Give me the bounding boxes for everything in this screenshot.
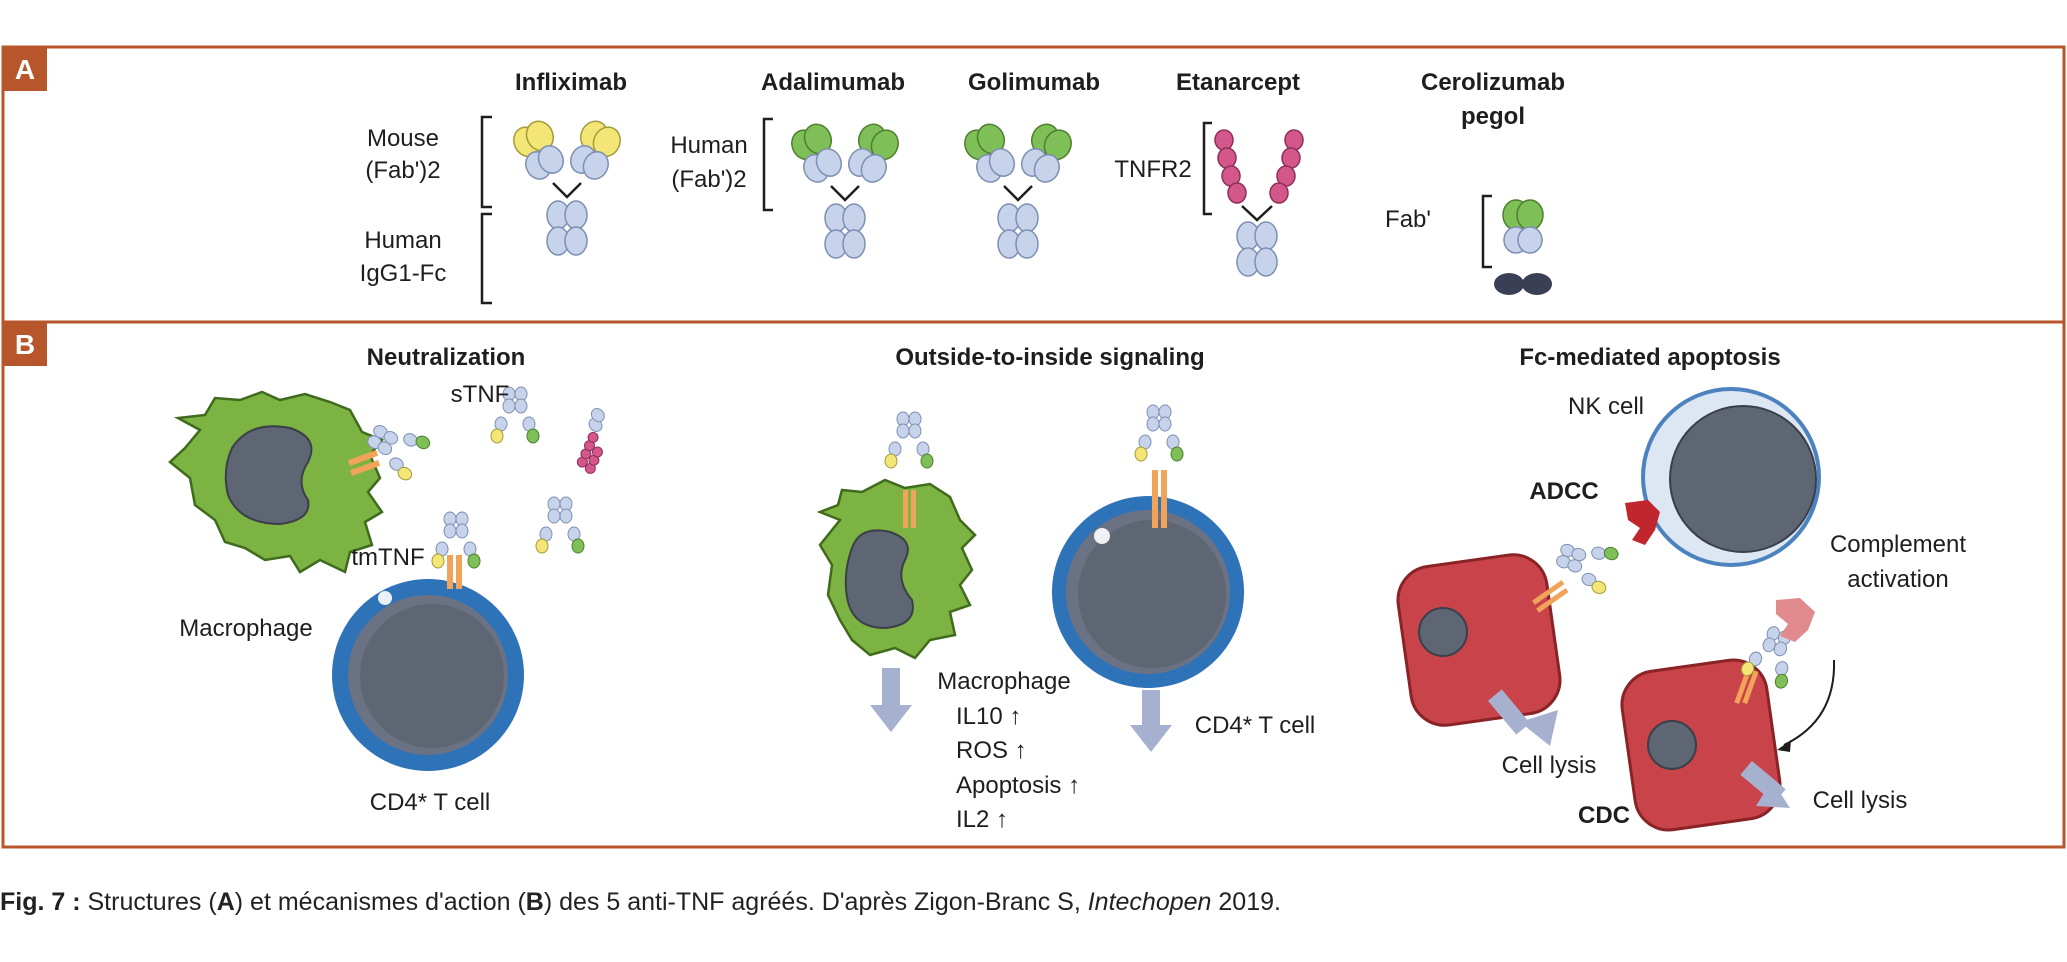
target-receptor-cdc — [1734, 670, 1759, 705]
panel-b-label-box — [3, 322, 47, 366]
label-stnf: sTNF — [451, 381, 510, 408]
caption-t1: Structures ( — [80, 888, 217, 916]
bracket-tnfr2 — [1202, 121, 1212, 216]
t-cell-neutralization — [332, 579, 524, 771]
caption-b: B — [525, 888, 544, 916]
title-fc-apoptosis: Fc-mediated apoptosis — [1519, 344, 1780, 371]
label-nk-cell: NK cell — [1568, 393, 1644, 420]
caption-t3: ) des 5 anti-TNF agréés. D'après Zigon-B… — [543, 888, 1088, 916]
title-neutralization: Neutralization — [367, 344, 526, 371]
caption-t4: 2019. — [1211, 888, 1281, 916]
label-mouse-2: (Fab')2 — [365, 157, 440, 184]
panel-b-label: B — [15, 329, 35, 360]
label-tcell-neutralization: CD4* T cell — [370, 789, 491, 816]
peg-left — [1494, 273, 1524, 295]
macrophage-signaling-receptor — [903, 490, 916, 528]
label-tnfr2: TNFR2 — [1114, 156, 1191, 183]
caption-t2: ) et mécanismes d'action ( — [234, 888, 526, 916]
label-tmtnf: tmTNF — [351, 544, 424, 571]
bracket-human-fc — [480, 212, 492, 305]
complement-arrowhead — [1777, 740, 1791, 752]
drug-golimumab: Golimumab — [968, 69, 1100, 96]
bracket-human-fab — [762, 117, 773, 212]
infliximab-antibody — [513, 120, 621, 256]
label-il2: IL2 ↑ — [956, 806, 1008, 833]
label-complement-1: Complement — [1830, 531, 1966, 558]
label-adcc: ADCC — [1529, 478, 1598, 505]
bracket-mouse — [480, 115, 492, 209]
arrow-macrophage-down — [870, 668, 912, 732]
t-cell-signaling — [1052, 496, 1244, 688]
target-cell-adcc — [1396, 553, 1562, 727]
label-apoptosis: Apoptosis ↑ — [956, 772, 1080, 799]
drug-infliximab: Infliximab — [515, 69, 627, 96]
caption-a: A — [216, 888, 235, 916]
tcell-signaling-receptor — [1152, 470, 1167, 528]
label-cell-lysis-2: Cell lysis — [1813, 787, 1908, 814]
figure-caption: Fig. 7 : Structures (A) et mécanismes d'… — [0, 888, 1281, 917]
label-human-fab-1: Human — [670, 132, 747, 159]
label-human-fab-2: (Fab')2 — [671, 166, 746, 193]
arrow-lysis-1 — [1487, 689, 1558, 746]
label-cell-lysis-1: Cell lysis — [1502, 752, 1597, 779]
arrow-tcell-down — [1130, 690, 1172, 752]
label-ros: ROS ↑ — [956, 737, 1027, 764]
macrophage-nucleus — [224, 425, 313, 526]
drug-cerolizumab-l2: pegol — [1461, 103, 1525, 130]
caption-fig: Fig. 7 : — [0, 888, 81, 916]
arrow-lysis-2 — [1740, 760, 1790, 808]
cerolizumab-molecule — [1494, 199, 1552, 295]
peg-right — [1522, 273, 1552, 295]
target-receptor-adcc — [1532, 580, 1569, 613]
panel-b-frame — [1, 320, 2066, 849]
nk-cell — [1641, 387, 1821, 567]
target-cell-cdc — [1620, 658, 1782, 832]
label-mouse-1: Mouse — [367, 125, 439, 152]
caption-journal: Intechopen — [1087, 888, 1212, 916]
panel-a-label-box — [3, 47, 47, 91]
antibody-signaling-macrophage — [884, 411, 934, 469]
panel-a-label: A — [15, 54, 35, 85]
drug-adalimumab: Adalimumab — [761, 69, 905, 96]
tnf-receptor-macrophage — [347, 450, 381, 476]
title-signaling: Outside-to-inside signaling — [895, 344, 1204, 371]
golimumab-antibody — [964, 123, 1072, 259]
label-macrophage-signaling: Macrophage — [937, 668, 1070, 695]
drug-etanarcept: Etanarcept — [1176, 69, 1300, 96]
label-tcell-signaling: CD4* T cell — [1195, 712, 1316, 739]
t-cell-nucleus — [360, 604, 504, 748]
label-il10: IL10 ↑ — [956, 703, 1021, 730]
label-fab: Fab' — [1385, 206, 1431, 233]
tnf-receptor-tcell — [447, 555, 462, 589]
label-human-fc-2: IgG1-Fc — [360, 260, 447, 287]
complement-protein — [1776, 598, 1815, 642]
etanercept-soluble — [576, 408, 605, 474]
antibody-signaling-tcell — [1134, 404, 1184, 462]
bracket-fab — [1481, 194, 1492, 269]
etanercept-molecule — [1214, 129, 1304, 277]
adalimumab-antibody — [791, 123, 899, 259]
label-cdc: CDC — [1578, 802, 1630, 829]
label-complement-2: activation — [1847, 566, 1948, 593]
fc-receptor — [1625, 500, 1660, 545]
antibody-soluble-2 — [535, 496, 585, 554]
complement-arrow — [1783, 659, 1836, 746]
label-human-fc-1: Human — [364, 227, 441, 254]
macrophage-signaling — [816, 478, 977, 660]
drug-cerolizumab-l1: Cerolizumab — [1421, 69, 1565, 96]
macrophage-cell — [168, 390, 385, 574]
label-macrophage-neutralization: Macrophage — [179, 615, 312, 642]
